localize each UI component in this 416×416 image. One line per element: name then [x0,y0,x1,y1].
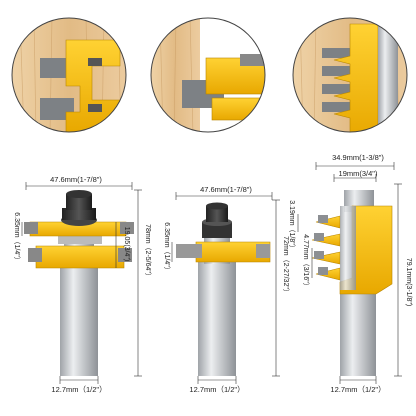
bit2-width-label: 47.6mm(1-7/8") [200,185,252,194]
finger-joint-cutter [311,190,393,376]
bit1-cutter-height-label: 6.35mm（1/4"） [13,212,21,264]
dimension-lines [21,162,402,384]
shank [60,258,98,376]
shank [198,262,236,376]
bit1-shank-label: 12.7mm（1/2"） [51,385,106,394]
bit1-gap-label: 19.05(3/4") [123,227,130,261]
bit3-total-height-label: 79.1mm(3-1/8") [405,258,412,306]
shank [340,290,376,376]
bit3-tooth-height-label: 3.19mm（1/8"） [288,200,296,252]
bit2-cutter-height-label: 6.35mm（1/4"） [163,222,171,274]
single-cut-joint-inset [150,17,266,133]
bit1-width-label: 47.6mm(1-7/8") [50,175,102,184]
bit1-total-height-label: 78mm（2-5/64"） [144,224,152,280]
tongue-and-groove-stacked-cutter [24,190,134,376]
tongue-groove-joint-inset [11,17,127,133]
bit3-top-width-label: 19mm(3/4") [339,169,378,178]
bit3-tooth-pitch-label: 4.77mm（3/16"） [302,234,310,289]
bit3-shank-label: 12.7mm（1/2"） [330,385,385,394]
bit2-shank-label: 12.7mm（1/2"） [189,385,244,394]
bit3-width-label: 34.9mm(1-3/8") [332,153,384,162]
single-cutter-bit [176,202,271,376]
finger-joint-inset [292,17,408,133]
bit2-total-height-label: 72mm（2-27/32"） [282,236,290,296]
